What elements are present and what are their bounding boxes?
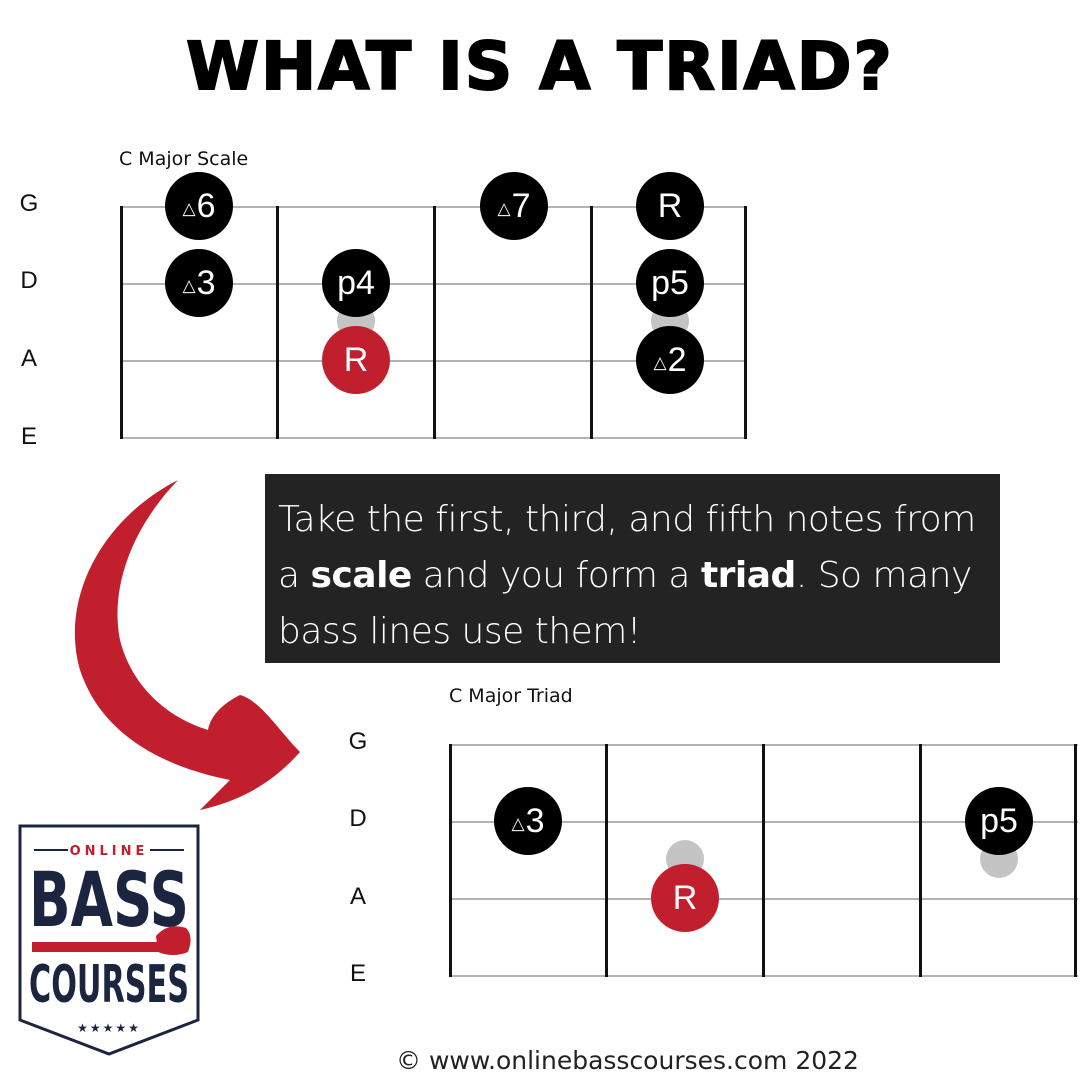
note-label: 2 <box>667 340 687 379</box>
logo-badge-icon: ONLINE BASS COURSES ★★★★★ <box>18 824 200 1056</box>
fret-line <box>449 744 452 977</box>
fret-line <box>744 206 747 439</box>
note-label: p5 <box>651 263 689 302</box>
triangle-icon: △ <box>511 813 525 833</box>
note-label: R <box>657 186 683 225</box>
string-label-d: D <box>349 805 367 832</box>
page-title: WHAT IS A TRIAD? <box>185 27 894 106</box>
svg-text:★★★★★: ★★★★★ <box>77 1021 141 1035</box>
note-dot-root: R <box>322 326 390 394</box>
note-dot-root-octave: R <box>636 172 704 240</box>
note-label: 7 <box>511 186 531 225</box>
note-dot-perfect-5th: p5 <box>636 249 704 317</box>
fret-line <box>120 206 123 439</box>
triad-diagram-caption: C Major Triad <box>449 685 573 707</box>
fret-line <box>1074 744 1077 977</box>
callout-text: Take the first, third, and fifth notes f… <box>278 499 976 596</box>
note-dot-major-3rd: △3 <box>494 787 562 855</box>
string-label-e: E <box>349 960 366 987</box>
note-dot-perfect-4th: p4 <box>322 249 390 317</box>
note-dot-major-6th: △6 <box>165 172 233 240</box>
triangle-icon: △ <box>497 198 511 218</box>
note-label: p4 <box>337 263 375 302</box>
scale-diagram-caption: C Major Scale <box>119 148 249 170</box>
string-label-e: E <box>20 423 37 450</box>
note-label: R <box>343 340 369 379</box>
note-label: 3 <box>525 801 545 840</box>
svg-text:ONLINE: ONLINE <box>70 844 149 859</box>
note-dot-root: R <box>651 864 719 932</box>
note-dot-perfect-5th: p5 <box>965 787 1033 855</box>
note-label: 6 <box>196 186 216 225</box>
svg-text:BASS: BASS <box>29 855 189 944</box>
string-label-d: D <box>20 267 38 294</box>
fret-line <box>433 206 436 439</box>
fret-line <box>276 206 279 439</box>
online-bass-courses-logo: ONLINE BASS COURSES ★★★★★ <box>18 824 200 1056</box>
triangle-icon: △ <box>182 275 196 295</box>
svg-text:COURSES: COURSES <box>29 955 189 1015</box>
fret-line <box>590 206 593 439</box>
callout-text: . So many bass lines use them! <box>278 555 972 652</box>
triad-fretboard: △3 R p5 <box>449 744 1078 977</box>
callout-bold-scale: scale <box>310 555 413 596</box>
note-dot-major-2nd: △2 <box>636 326 704 394</box>
copyright-footer: © www.onlinebasscourses.com 2022 <box>396 1046 859 1075</box>
note-dot-major-3rd: △3 <box>165 249 233 317</box>
string-label-g: G <box>348 728 368 755</box>
triangle-icon: △ <box>653 352 667 372</box>
scale-fretboard: △6 △3 p4 R △7 R p5 △2 <box>120 172 747 439</box>
fret-line <box>605 744 608 977</box>
string-label-g: G <box>19 190 39 217</box>
fret-line <box>762 744 765 977</box>
curved-arrow-icon <box>74 480 300 810</box>
callout-bold-triad: triad <box>700 555 796 596</box>
triangle-icon: △ <box>182 198 196 218</box>
fret-line <box>919 744 922 977</box>
string-label-a: A <box>20 345 37 372</box>
string-label-a: A <box>349 883 366 910</box>
callout-text: and you form a <box>411 555 701 596</box>
note-label: p5 <box>980 801 1018 840</box>
note-dot-major-7th: △7 <box>480 172 548 240</box>
note-label: 3 <box>196 263 216 302</box>
note-label: R <box>672 878 698 917</box>
triad-explanation-callout: Take the first, third, and fifth notes f… <box>265 474 1000 663</box>
